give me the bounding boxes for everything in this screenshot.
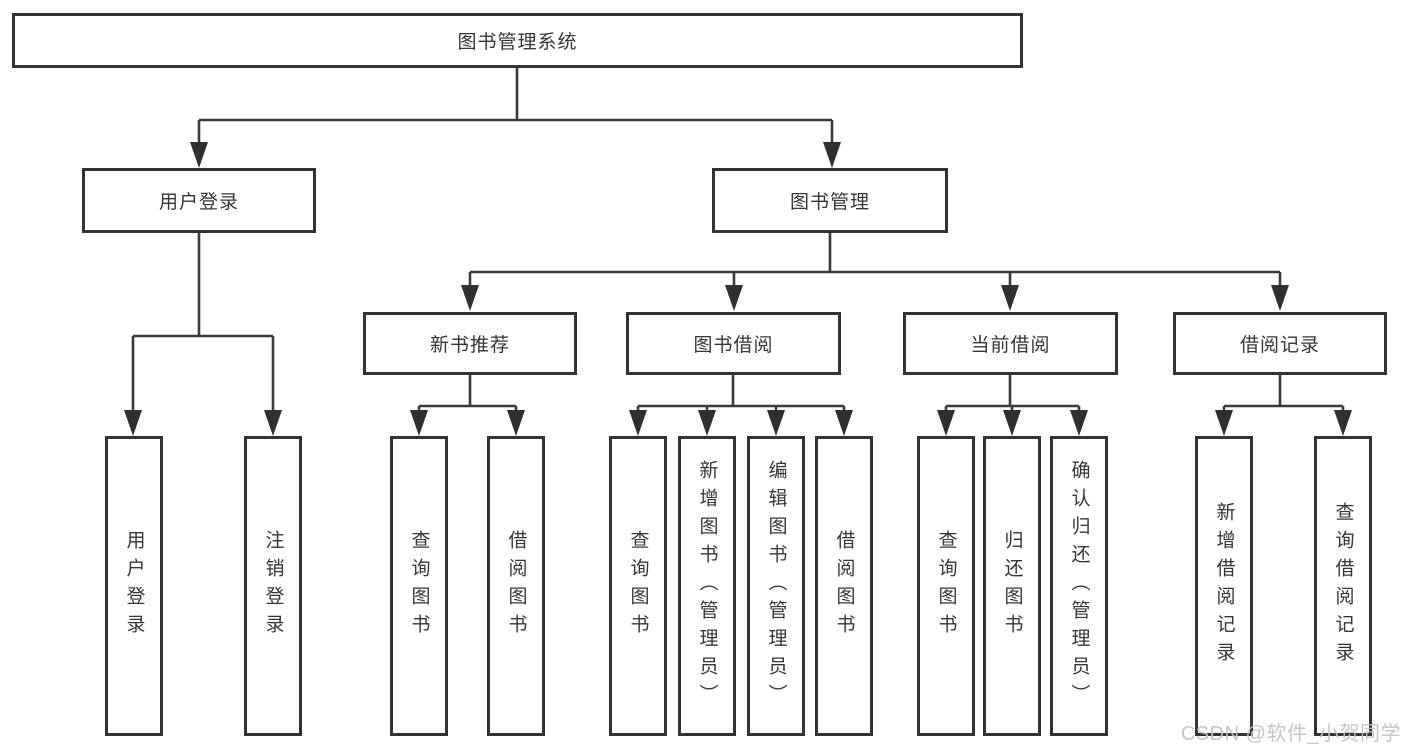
- leaf-nbr-query-book-label: 查询图书: [408, 530, 430, 642]
- leaf-cb-query-book-label: 查询图书: [935, 530, 957, 642]
- csdn-watermark: CSDN @软件_小贺同学: [1180, 723, 1401, 745]
- leaf-bb-borrow-book: 借阅图书: [815, 436, 873, 736]
- connector-root-to-level2: [197, 68, 834, 144]
- node-new-book-recommend-label: 新书推荐: [429, 335, 510, 356]
- node-user-login-label: 用户登录: [158, 192, 239, 213]
- leaf-cb-return-book: 归还图书: [983, 436, 1041, 736]
- leaf-cb-confirm-return-admin: 确认归还（管理员）: [1050, 436, 1108, 736]
- connector-newbook-to-leaves: [417, 375, 518, 412]
- leaf-logout: 注销登录: [244, 436, 302, 736]
- leaf-bb-add-book-admin: 新增图书（管理员）: [678, 436, 736, 736]
- leaf-br-query-record: 查询借阅记录: [1314, 436, 1372, 736]
- node-book-borrow: 图书借阅: [626, 312, 841, 375]
- node-borrow-records-label: 借阅记录: [1239, 335, 1320, 356]
- leaf-bb-add-book-admin-label: 新增图书（管理员）: [696, 460, 718, 712]
- leaf-bb-borrow-book-label: 借阅图书: [833, 530, 855, 642]
- connector-borrowrecords-to-leaves: [1222, 375, 1345, 412]
- leaf-nbr-borrow-book: 借阅图书: [487, 436, 545, 736]
- leaf-logout-label: 注销登录: [262, 530, 284, 642]
- leaf-cb-return-book-label: 归还图书: [1001, 530, 1023, 642]
- node-current-borrow: 当前借阅: [903, 312, 1118, 375]
- node-root: 图书管理系统: [12, 13, 1023, 68]
- leaf-user-login-label: 用户登录: [123, 530, 145, 642]
- leaf-user-login: 用户登录: [105, 436, 163, 736]
- leaf-bb-edit-book-admin: 编辑图书（管理员）: [747, 436, 805, 736]
- node-book-management-label: 图书管理: [789, 192, 870, 213]
- leaf-br-add-record-label: 新增借阅记录: [1213, 502, 1235, 670]
- node-new-book-recommend: 新书推荐: [363, 312, 577, 375]
- connector-bookborrow-to-leaves: [636, 375, 846, 412]
- node-borrow-records: 借阅记录: [1173, 312, 1387, 375]
- leaf-br-query-record-label: 查询借阅记录: [1332, 502, 1354, 670]
- connector-userlogin-to-leaves: [131, 233, 275, 412]
- leaf-bb-query-book-label: 查询图书: [627, 530, 649, 642]
- node-root-label: 图书管理系统: [457, 32, 578, 53]
- arrowheads: [124, 142, 1352, 436]
- leaf-cb-query-book: 查询图书: [917, 436, 975, 736]
- node-book-management: 图书管理: [712, 168, 948, 233]
- leaf-br-add-record: 新增借阅记录: [1195, 436, 1253, 736]
- connector-bookmgmt-to-level3: [468, 233, 1282, 287]
- node-user-login: 用户登录: [82, 168, 316, 233]
- node-current-borrow-label: 当前借阅: [970, 335, 1051, 356]
- leaf-nbr-borrow-book-label: 借阅图书: [505, 530, 527, 642]
- node-book-borrow-label: 图书借阅: [693, 335, 774, 356]
- leaf-nbr-query-book: 查询图书: [390, 436, 448, 736]
- leaf-bb-query-book: 查询图书: [609, 436, 667, 736]
- connector-currentborrow-to-leaves: [944, 375, 1081, 412]
- leaf-bb-edit-book-admin-label: 编辑图书（管理员）: [765, 460, 787, 712]
- leaf-cb-confirm-return-admin-label: 确认归还（管理员）: [1068, 460, 1090, 712]
